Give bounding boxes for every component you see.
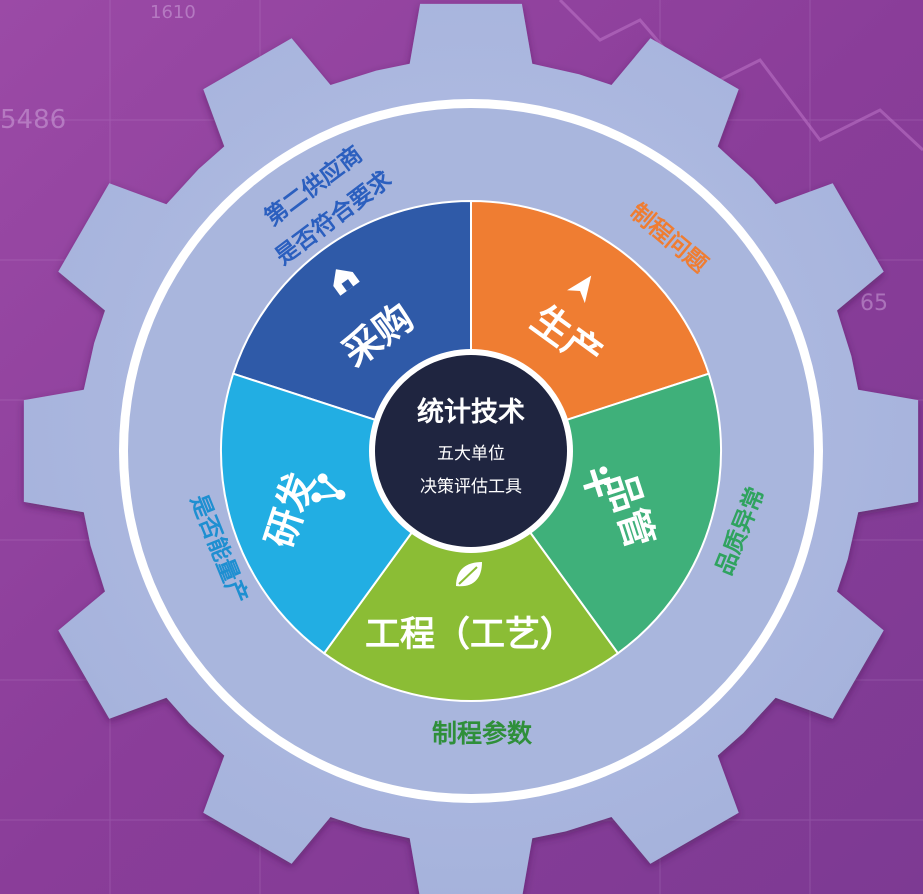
share-icon [311,473,346,503]
background-trend-line [558,0,923,152]
outer-label-engineering: 制程参数 [432,719,533,748]
arrow-up-icon [567,275,592,304]
center-circle [375,355,567,547]
tools-icon [583,466,612,498]
center-line-1: 五大单位 [437,444,505,464]
background-number-2: 5486 [0,105,66,135]
background-number-1: 1610 [150,2,196,23]
leaf-icon [456,562,482,587]
background-number-3: 65 [860,291,888,316]
center-line-2: 决策评估工具 [420,477,522,497]
center-title: 统计技术 [417,396,525,428]
home-icon [333,269,360,296]
segment-label-engineering: 工程（工艺） [365,615,575,655]
